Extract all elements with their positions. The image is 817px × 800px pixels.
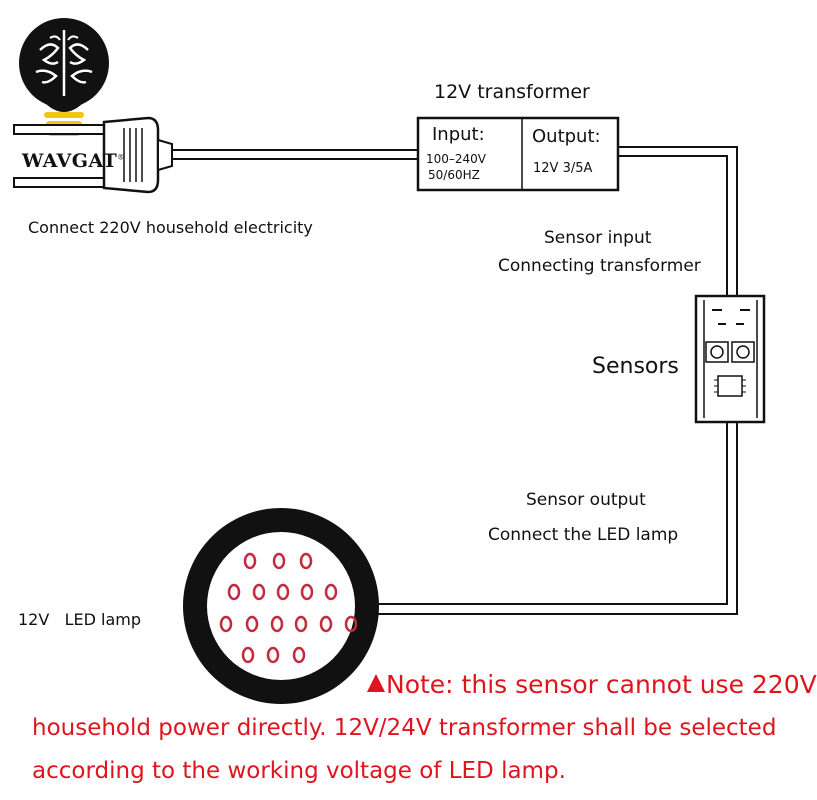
warning-triangle-icon (366, 670, 386, 699)
transformer-title: 12V transformer (434, 81, 590, 103)
led-dot (299, 552, 313, 570)
sensor-module-icon (694, 294, 766, 424)
transformer-to-sensor-cable (618, 146, 738, 296)
sensor-input-sublabel: Connecting transformer (498, 256, 701, 276)
brand-name: WAVGAT® (22, 150, 125, 172)
sensor-input-label: Sensor input (544, 228, 652, 248)
led-dot (227, 583, 241, 601)
led-dot (324, 583, 338, 601)
power-cable (172, 149, 418, 160)
transformer-box (416, 116, 620, 192)
led-dot (245, 615, 259, 633)
led-dot-grid (219, 552, 358, 664)
led-dot (241, 646, 255, 664)
led-dot (270, 615, 284, 633)
wiring-diagram (13, 18, 766, 704)
led-dot (266, 646, 280, 664)
led-dot (272, 552, 286, 570)
led-dot (292, 646, 306, 664)
power-source-label: Connect 220V household electricity (28, 218, 313, 237)
transformer-output-value: 12V 3/5A (533, 161, 593, 176)
transformer-input-voltage: 100–240V (426, 152, 487, 166)
led-dot (344, 615, 358, 633)
power-plug-icon (102, 116, 173, 194)
transformer-input-frequency: 50/60HZ (428, 168, 480, 182)
led-dot (243, 552, 257, 570)
sensor-output-sublabel: Connect the LED lamp (488, 525, 679, 545)
sensors-label: Sensors (592, 354, 679, 379)
sensor-to-lamp-cable (378, 422, 738, 615)
diagram-canvas: WAVGAT® Connect 220V household electrici… (13, 18, 817, 784)
led-dot (319, 615, 333, 633)
led-dot (300, 583, 314, 601)
warning-note-line-2: household power directly. 12V/24V transf… (32, 715, 777, 741)
sensor-output-label: Sensor output (526, 490, 646, 510)
led-lamp-label: 12V LED lamp (18, 610, 141, 629)
led-dot (252, 583, 266, 601)
brand-logo-icon (19, 18, 109, 136)
transformer-output-heading: Output: (532, 126, 601, 147)
warning-note-line-3: according to the working voltage of LED … (32, 758, 566, 784)
led-lamp-icon (183, 508, 379, 704)
led-dot (219, 615, 233, 633)
warning-note-line-1: Note: this sensor cannot use 220V (366, 670, 817, 699)
transformer-input-heading: Input: (432, 124, 485, 145)
led-dot (276, 583, 290, 601)
led-dot (294, 615, 308, 633)
